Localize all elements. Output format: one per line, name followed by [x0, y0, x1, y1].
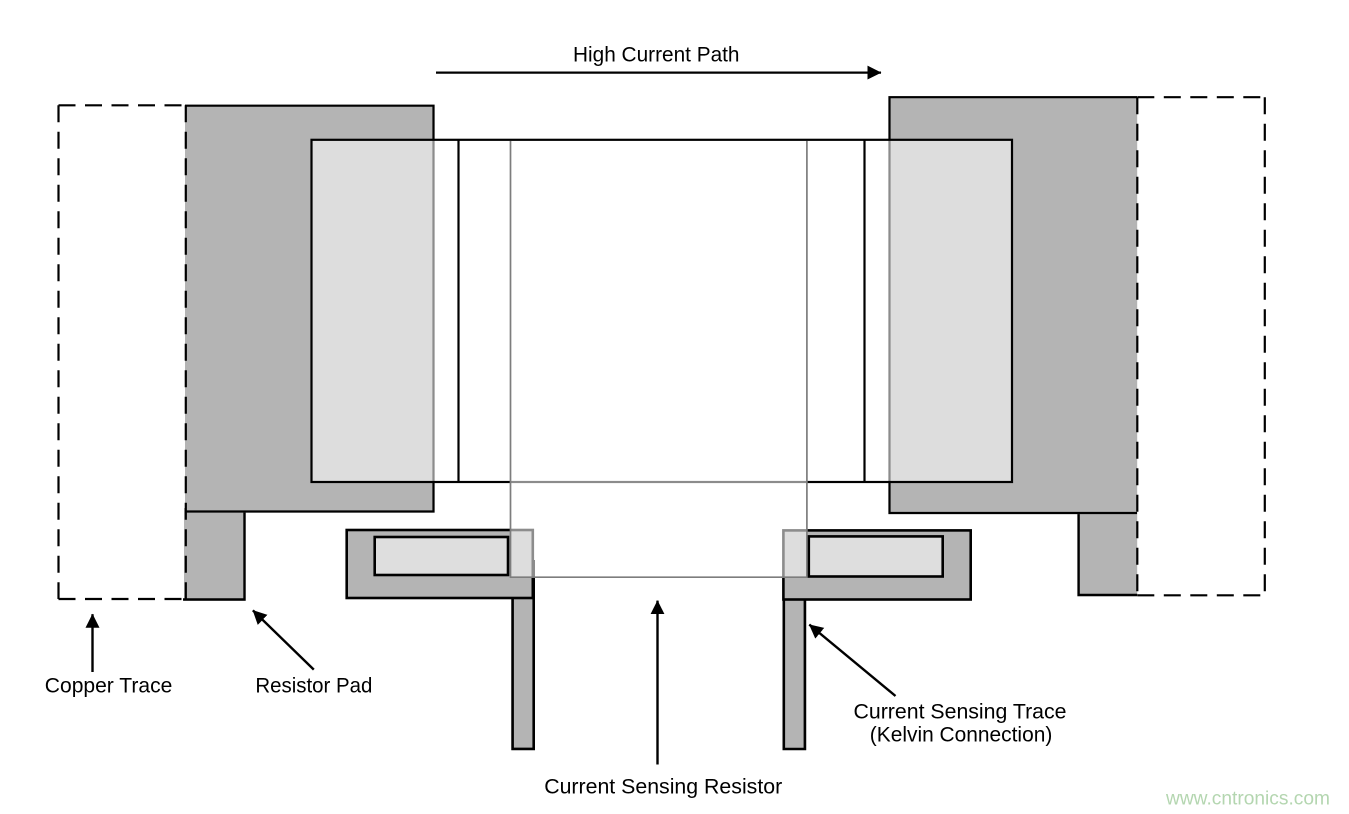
svg-text:Resistor Pad: Resistor Pad [255, 674, 372, 698]
svg-text:www.cntronics.com: www.cntronics.com [1165, 787, 1330, 809]
svg-text:Current Sensing Resistor: Current Sensing Resistor [544, 775, 782, 799]
svg-text:Current Sensing Trace: Current Sensing Trace [854, 700, 1067, 724]
svg-text:High Current Path: High Current Path [573, 43, 740, 67]
svg-text:(Kelvin Connection): (Kelvin Connection) [870, 723, 1053, 747]
svg-text:Copper Trace: Copper Trace [45, 674, 173, 698]
